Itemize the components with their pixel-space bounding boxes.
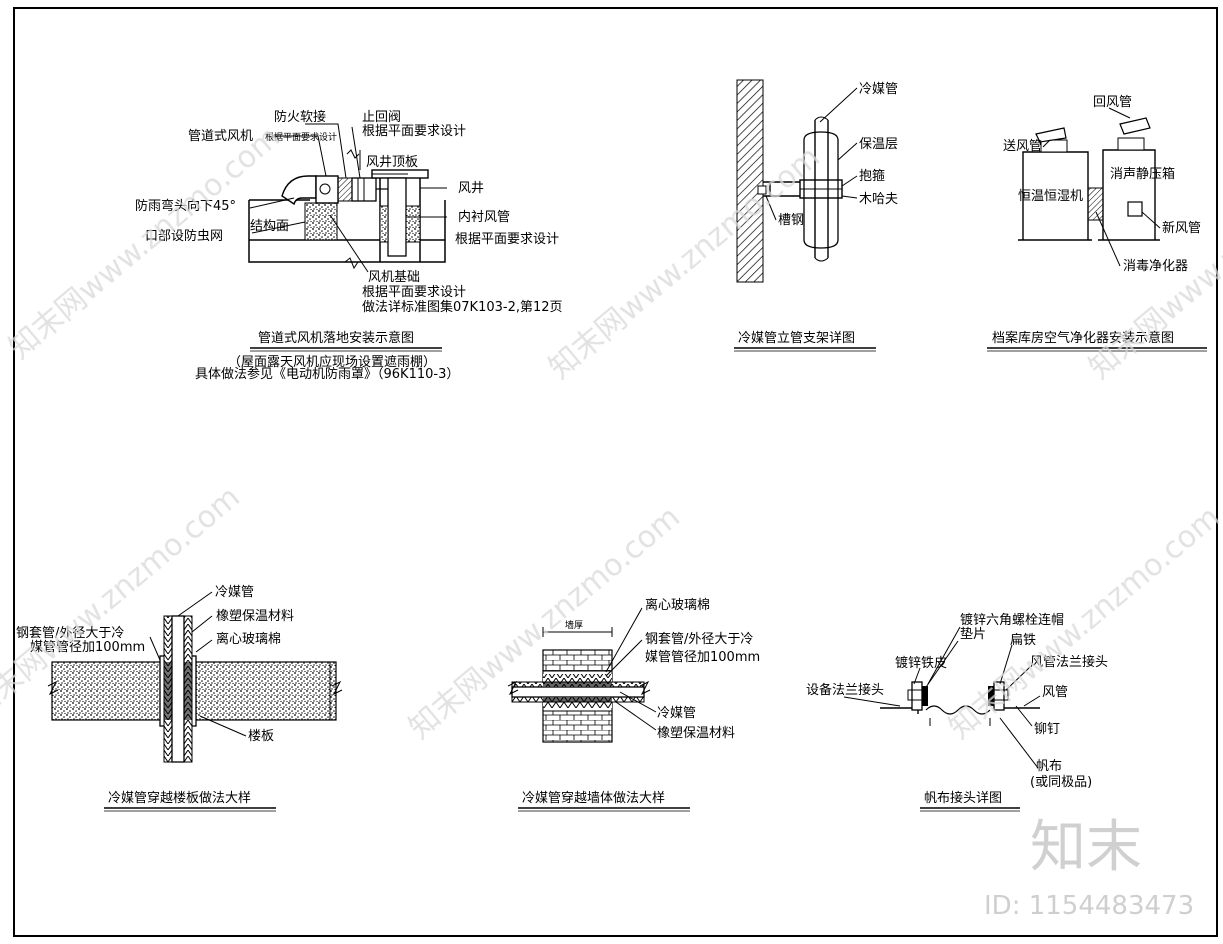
label-flat-iron: 扁铁 <box>1010 633 1036 648</box>
label-equip-flange: 设备法兰接头 <box>806 682 884 698</box>
label-bolt: 镀锌六角螺栓连帽 <box>960 612 1064 628</box>
label-return-air: 回风管 <box>1093 95 1132 110</box>
label-fan-base-sub: 根据平面要求设计 <box>362 285 466 300</box>
fan-installation-drawing: 管道式风机 根据平面要求设计 防火软接 止回阀 根据平面要求设计 风井顶板 风井… <box>135 109 563 382</box>
label-check-valve-sub: 根据平面要求设计 <box>362 124 466 139</box>
inner-duct <box>387 177 407 257</box>
label-rain-elbow: 防雨弯头向下45° <box>135 198 236 214</box>
label-fan-base: 风机基础 <box>368 270 420 285</box>
archive-purifier-drawing: 回风管 送风管 消声静压箱 恒温恒湿机 新风管 消毒净化器 档案库房空气净化器安… <box>987 95 1207 352</box>
fire-flex-joint <box>337 177 353 202</box>
brand-watermark: 知末 <box>1030 815 1142 880</box>
label-channel-steel: 槽钢 <box>778 213 804 228</box>
label-wood-block: 木哈夫 <box>859 192 898 207</box>
label-rivet: 铆钉 <box>1034 722 1060 737</box>
label-fresh-air: 新风管 <box>1162 220 1201 236</box>
label-supply-air: 送风管 <box>1003 139 1042 154</box>
label-duct-fan-sub: 根据平面要求设计 <box>265 131 337 143</box>
label-galv-sheet: 镀锌铁皮 <box>895 655 947 671</box>
label-shaft: 风井 <box>458 181 484 196</box>
label-inner-duct-sub: 根据平面要求设计 <box>455 232 559 247</box>
label-duct-flange: 风管法兰接头 <box>1030 654 1108 670</box>
muffler-box <box>1098 149 1160 241</box>
wall-penetration-drawing: 墙厚 离心玻璃棉 钢套管/外径大于冷 媒管管径加100mm 冷媒管 橡塑保温材料… <box>507 597 760 812</box>
label-hoop: 抱箍 <box>859 168 885 184</box>
label-canvas-2: (或同极品) <box>1030 775 1092 790</box>
purifier <box>1087 187 1104 221</box>
label-muffler-box: 消声静压箱 <box>1110 166 1175 182</box>
sheet-border <box>13 7 1218 937</box>
label-refrigerant-pipe: 冷媒管 <box>859 82 898 97</box>
label-canvas-1: 帆布 <box>1036 759 1062 774</box>
label-duct-fan: 管道式风机 <box>188 129 253 144</box>
label-insect-net: 口部设防虫网 <box>145 228 223 244</box>
canvas <box>925 705 991 715</box>
label-sleeve-wall-1: 钢套管/外径大于冷 <box>645 631 753 647</box>
label-glass-wool-wall: 离心玻璃棉 <box>645 597 710 613</box>
watermark-1: 知末网www.znzmo.com <box>3 120 287 366</box>
label-gasket: 垫片 <box>960 626 986 642</box>
label-sleeve-wall-2: 媒管管径加100mm <box>645 650 760 665</box>
fan-note-2: 具体做法参见《电动机防雨罩》（96K110-3） <box>195 366 459 382</box>
channel-steel <box>763 181 800 197</box>
duct-fan <box>315 175 339 204</box>
insulation-layer <box>803 131 839 249</box>
riser-support-drawing: 冷媒管 保温层 抱箍 木哈夫 槽钢 冷媒管立管支架详图 <box>734 79 898 352</box>
id-watermark: ID: 1154483473 <box>984 891 1194 921</box>
canvas-joint-drawing: 镀锌六角螺栓连帽 垫片 镀锌铁皮 扁铁 风管法兰接头 设备法兰接头 风管 铆钉 … <box>806 612 1108 812</box>
label-sleeve-floor-1: 钢套管/外径大于冷 <box>16 625 124 641</box>
fan-base <box>304 202 338 241</box>
label-rubber-insulation-floor: 橡塑保温材料 <box>216 609 294 624</box>
fan-drawing-title: 管道式风机落地安装示意图 <box>258 330 414 346</box>
floor-drawing-title: 冷媒管穿越楼板做法大样 <box>108 790 251 806</box>
floor-penetration-drawing: 冷媒管 橡塑保温材料 钢套管/外径大于冷 媒管管径加100mm 离心玻璃棉 楼板… <box>16 585 343 812</box>
refrigerant-pipe-floor <box>171 615 185 763</box>
wall-drawing-title: 冷媒管穿越墙体做法大样 <box>522 790 665 806</box>
label-insulation: 保温层 <box>859 137 898 152</box>
label-structure: 结构面 <box>250 219 289 234</box>
fan-note-1: （屋面露天风机应现场设置遮雨棚） <box>228 354 436 370</box>
label-glass-wool-floor: 离心玻璃棉 <box>216 631 281 647</box>
label-const-temp: 恒温恒湿机 <box>1018 189 1083 204</box>
wall-dim: 墙厚 <box>565 619 583 631</box>
label-refrigerant-pipe-wall: 冷媒管 <box>657 706 696 721</box>
label-duct: 风管 <box>1042 685 1068 700</box>
label-fire-joint: 防火软接 <box>274 109 326 125</box>
fresh-air-inlet <box>1127 201 1143 217</box>
label-rubber-insulation-wall: 橡塑保温材料 <box>657 726 735 741</box>
riser-drawing-title: 冷媒管立管支架详图 <box>738 331 855 346</box>
label-inner-duct: 内衬风管 <box>458 209 510 225</box>
label-shaft-roof: 风井顶板 <box>366 155 418 170</box>
label-sleeve-floor-2: 媒管管径加100mm <box>30 640 145 655</box>
wall-hatch <box>736 79 764 283</box>
archive-drawing-title: 档案库房空气净化器安装示意图 <box>992 330 1174 346</box>
label-fan-base-ref: 做法详标准图集07K103-2,第12页 <box>362 299 563 315</box>
watermark-2: 知末网www.znzmo.com <box>543 140 827 386</box>
refrigerant-pipe-wall <box>511 686 645 698</box>
label-slab: 楼板 <box>248 729 274 744</box>
label-purifier: 消毒净化器 <box>1123 259 1188 274</box>
label-refrigerant-pipe-floor: 冷媒管 <box>215 585 254 600</box>
canvas-drawing-title: 帆布接头详图 <box>924 790 1002 806</box>
label-check-valve: 止回阀 <box>362 110 401 125</box>
